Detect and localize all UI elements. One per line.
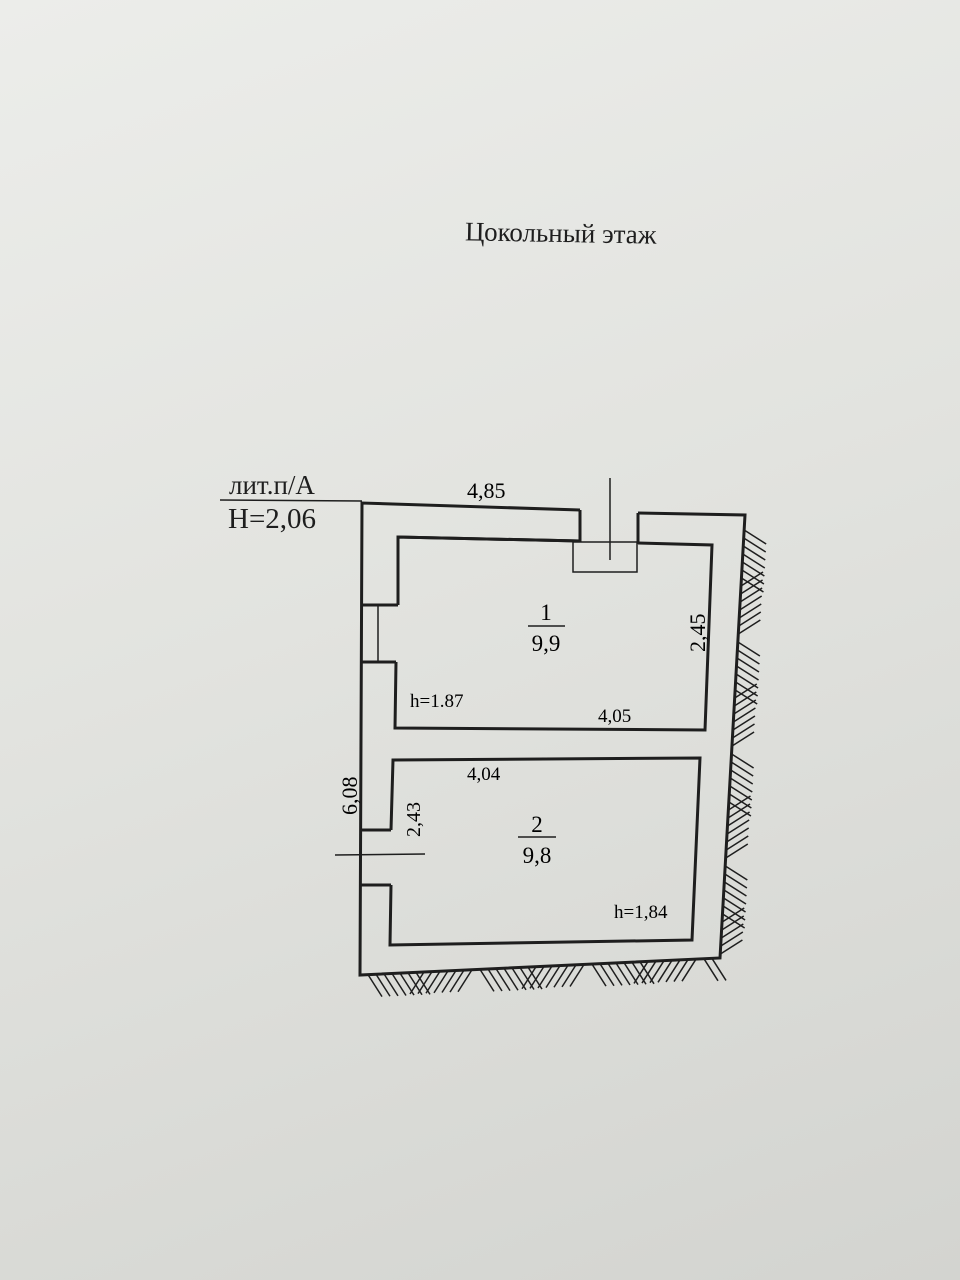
outer-width-label: 4,85 <box>467 478 506 503</box>
litera-leader-line <box>219 499 363 502</box>
ground-hatching <box>367 529 767 998</box>
room-1-number: 1 <box>540 600 552 625</box>
outer-wall <box>358 501 747 977</box>
section-line <box>334 853 426 856</box>
room-1-height: h=1.87 <box>410 691 463 712</box>
litera-label: лит.п/А <box>229 470 315 500</box>
room-2-width: 4,04 <box>467 764 501 785</box>
room-1-width: 4,05 <box>598 706 631 727</box>
room-1-length: 2,45 <box>685 614 710 653</box>
outer-length-label: 6,08 <box>337 777 362 816</box>
room-1-area: 9,9 <box>532 631 561 656</box>
room-2-outline <box>388 756 702 947</box>
room-2-number: 2 <box>531 812 543 837</box>
building-height-label: H=2,06 <box>228 503 317 535</box>
entrance-door <box>572 541 638 573</box>
room-2-length: 2,43 <box>403 802 425 837</box>
room-2-height: h=1,84 <box>614 902 668 923</box>
room-1-outline <box>396 535 581 605</box>
room-2-area: 9,8 <box>523 843 552 868</box>
